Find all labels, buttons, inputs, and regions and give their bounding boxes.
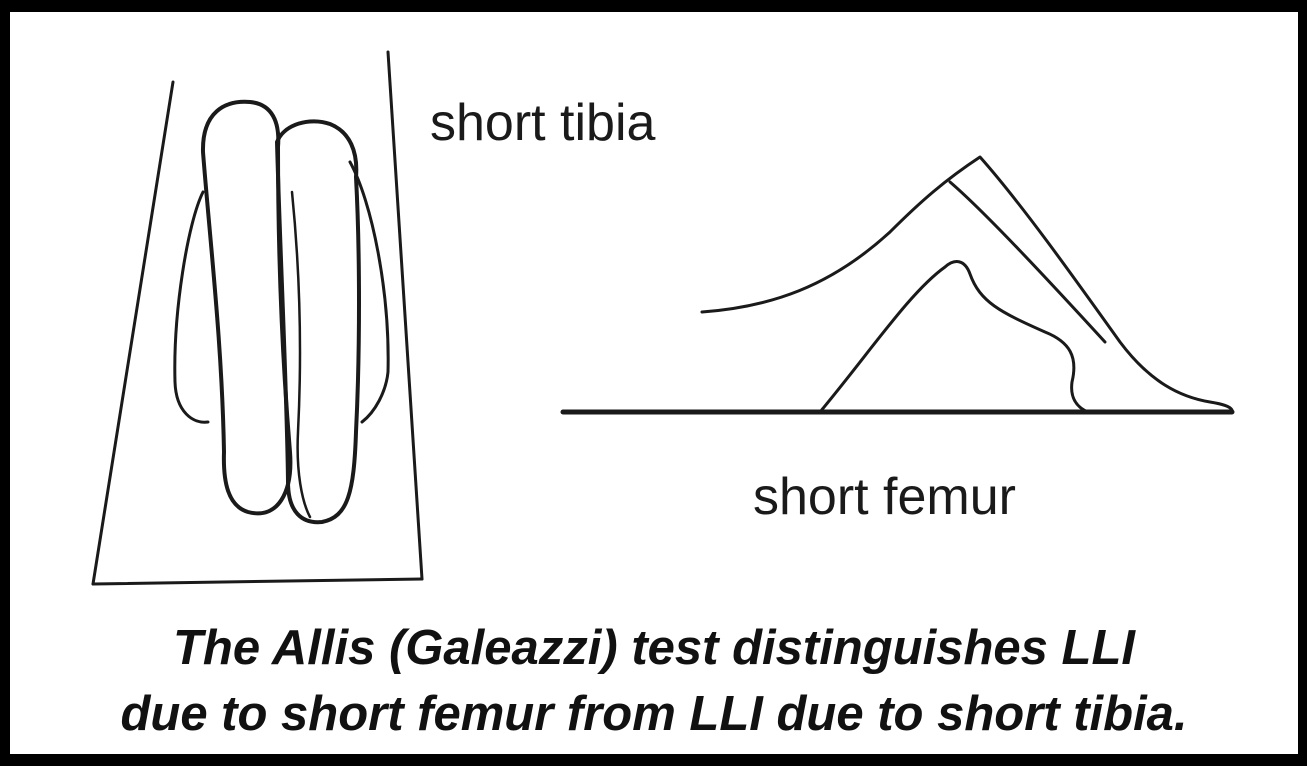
label-short-femur: short femur (753, 471, 1016, 523)
caption-line-1: The Allis (Galeazzi) test distinguishes … (10, 624, 1298, 673)
caption-line-2: due to short femur from LLI due to short… (10, 690, 1298, 739)
leg-upper-ridge (950, 182, 1105, 342)
label-short-tibia: short tibia (430, 97, 655, 149)
trapezoid-right-edge (388, 52, 422, 579)
inner-leg-line (292, 192, 310, 517)
short-femur-drawing (563, 157, 1232, 412)
knee-outline-front (277, 121, 359, 522)
trapezoid-bottom-edge (93, 579, 422, 584)
short-tibia-drawing (93, 52, 422, 584)
trapezoid-left-edge (93, 82, 173, 584)
leg-lower-outline (820, 262, 1088, 412)
shin-outline-back (175, 192, 208, 422)
figure-panel: short tibia short femur The Allis (Galea… (10, 12, 1298, 754)
leg-upper-outline (702, 157, 1232, 410)
